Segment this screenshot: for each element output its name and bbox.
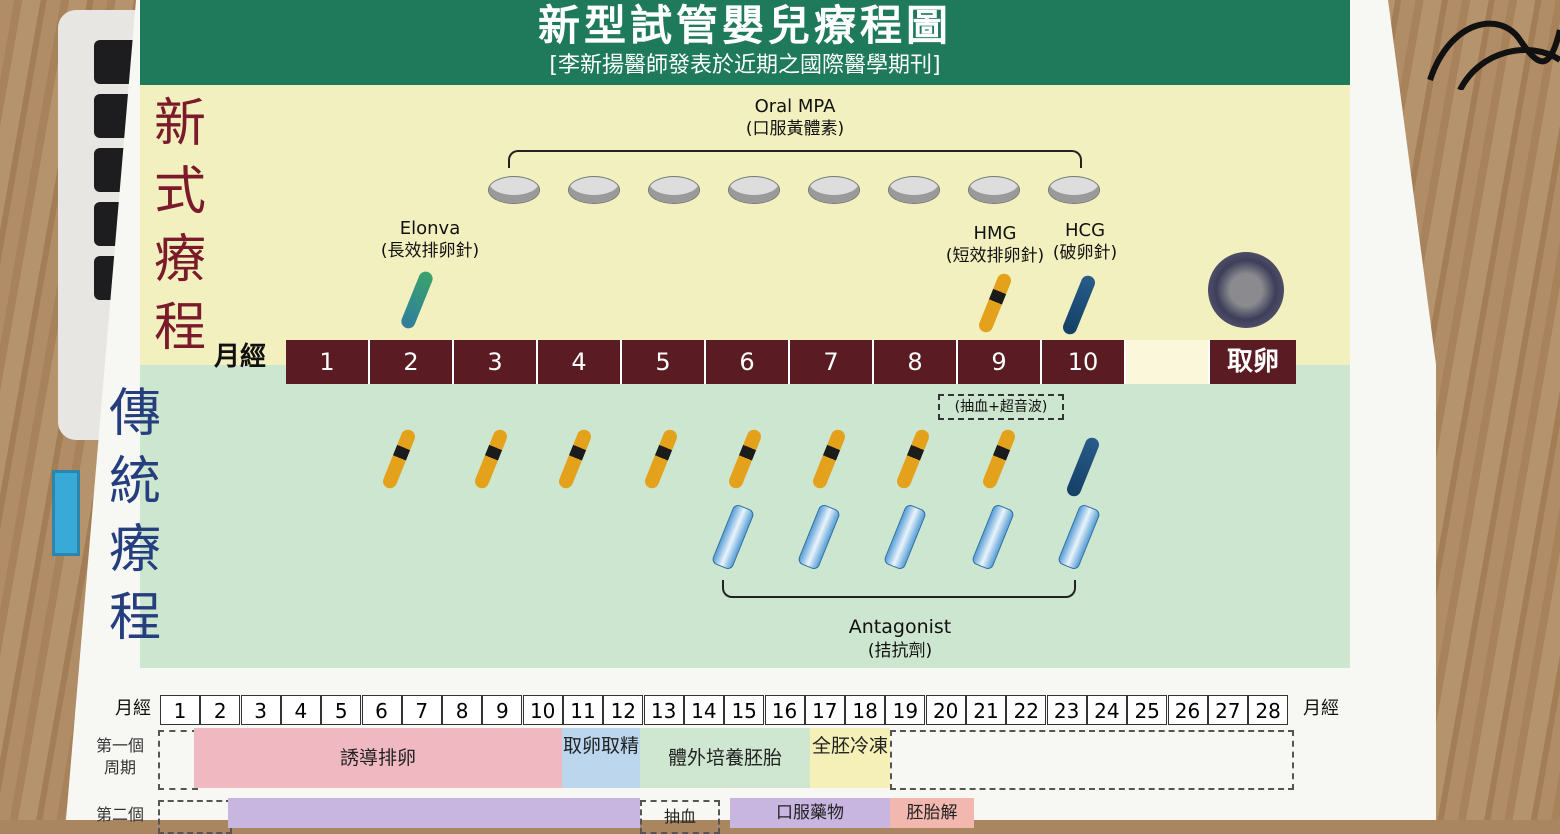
blood-block: 抽血 — [640, 800, 720, 834]
calendar-day: 1 — [160, 695, 200, 725]
thaw-block: 胚胎解 — [890, 798, 974, 828]
day-cell: 10 — [1042, 340, 1126, 384]
calendar-day: 22 — [1006, 695, 1047, 725]
calendar-day: 21 — [966, 695, 1006, 725]
pill-icon — [968, 176, 1020, 204]
hcg-cn-label: (破卵針) — [1052, 243, 1118, 263]
calendar-day: 11 — [563, 695, 603, 725]
oral-mpa-brace — [508, 150, 1082, 168]
chart-subtitle: [李新揚醫師發表於近期之國際醫學期刊] — [549, 53, 941, 78]
pill-icon — [728, 176, 780, 204]
calendar-day: 15 — [724, 695, 765, 725]
new-protocol-label: 新式療程 — [153, 94, 206, 358]
day-cell: 1 — [286, 340, 370, 384]
antagonist-brace — [722, 580, 1076, 598]
calendar-day: 2 — [200, 695, 241, 725]
calendar-day: 20 — [925, 695, 966, 725]
pill-icon — [568, 176, 620, 204]
freeze-block: 全胚冷凍 — [810, 728, 890, 788]
hmg-cn-label: (短效排卵針) — [945, 246, 1045, 266]
retrieve-block: 取卵取精 — [562, 728, 640, 788]
cycle1-rest — [890, 730, 1294, 790]
pill-icon — [488, 176, 540, 204]
day-cell: 8 — [874, 340, 958, 384]
calendar-day: 5 — [321, 695, 362, 725]
calendar-day: 17 — [804, 695, 845, 725]
cable — [1427, 20, 1560, 90]
menstruation-label: 月經 — [213, 342, 266, 372]
calendar-day: 23 — [1046, 695, 1087, 725]
cycle1-label: 第一個周期 — [95, 736, 144, 777]
calendar-day: 26 — [1167, 695, 1208, 725]
calendar-day: 18 — [845, 695, 886, 725]
day-cell: 5 — [622, 340, 706, 384]
culture-block: 體外培養胚胎 — [640, 728, 810, 788]
blue-tag — [52, 470, 80, 556]
antagonist-label: Antagonist — [848, 616, 952, 638]
day-cell: 3 — [454, 340, 538, 384]
cycle1-blank — [158, 730, 198, 790]
calendar-day: 25 — [1127, 695, 1168, 725]
blood-test-box: (抽血+超音波) — [938, 394, 1064, 420]
induce-block: 誘導排卵 — [194, 728, 562, 788]
calendar-day: 13 — [643, 695, 684, 725]
oral-mpa-cn-label: (口服黃體素) — [745, 119, 845, 139]
calendar-day: 8 — [442, 695, 483, 725]
cycle2-blank — [158, 800, 232, 834]
calendar-day: 19 — [885, 695, 926, 725]
day-cell: 9 — [958, 340, 1042, 384]
calendar-day: 4 — [280, 695, 321, 725]
hmg-label: HMG — [973, 223, 1017, 244]
day-cell: 4 — [538, 340, 622, 384]
calendar-end-label: 月經 — [1303, 698, 1339, 719]
day-cell: 2 — [370, 340, 454, 384]
cycle2-block — [228, 798, 640, 828]
egg-icon — [1208, 252, 1284, 328]
calendar-day: 6 — [361, 695, 402, 725]
chart-title: 新型試管嬰兒療程圖 — [537, 1, 952, 50]
pill-icon — [1048, 176, 1100, 204]
oral-mpa-label: Oral MPA — [754, 96, 836, 117]
calendar-day: 14 — [683, 695, 724, 725]
calendar-day: 12 — [603, 695, 644, 725]
blank-cell — [1126, 340, 1210, 384]
day-cell: 6 — [706, 340, 790, 384]
treatment-chart: 新型試管嬰兒療程圖 [李新揚醫師發表於近期之國際醫學期刊] — [140, 0, 1350, 668]
calendar-start-label: 月經 — [115, 698, 151, 719]
elonva-label: Elonva — [399, 218, 461, 239]
egg-retrieval-cell: 取卵 — [1226, 347, 1279, 377]
pill-icon — [648, 176, 700, 204]
calendar-day: 28 — [1248, 695, 1289, 725]
calendar-day: 16 — [764, 695, 805, 725]
day-bar: 1 2 3 4 5 6 7 8 9 10 取卵 — [286, 340, 1296, 384]
chart-header: 新型試管嬰兒療程圖 [李新揚醫師發表於近期之國際醫學期刊] — [140, 0, 1350, 85]
traditional-protocol-label: 傳統療程 — [108, 384, 161, 648]
calendar-day: 7 — [401, 695, 442, 725]
calendar-day: 24 — [1086, 695, 1127, 725]
calendar-day: 10 — [522, 695, 563, 725]
day-cell: 7 — [790, 340, 874, 384]
hcg-label: HCG — [1064, 220, 1106, 241]
antagonist-cn-label: (拮抗劑) — [867, 641, 933, 661]
cycle2-label: 第二個 — [95, 805, 144, 824]
calendar-day: 3 — [240, 695, 281, 725]
pill-icon — [888, 176, 940, 204]
elonva-cn-label: (長效排卵針) — [380, 241, 480, 261]
oral-drug-block: 口服藥物 — [730, 798, 890, 828]
pill-icon — [808, 176, 860, 204]
calendar-day: 9 — [482, 695, 523, 725]
calendar-day: 27 — [1207, 695, 1248, 725]
